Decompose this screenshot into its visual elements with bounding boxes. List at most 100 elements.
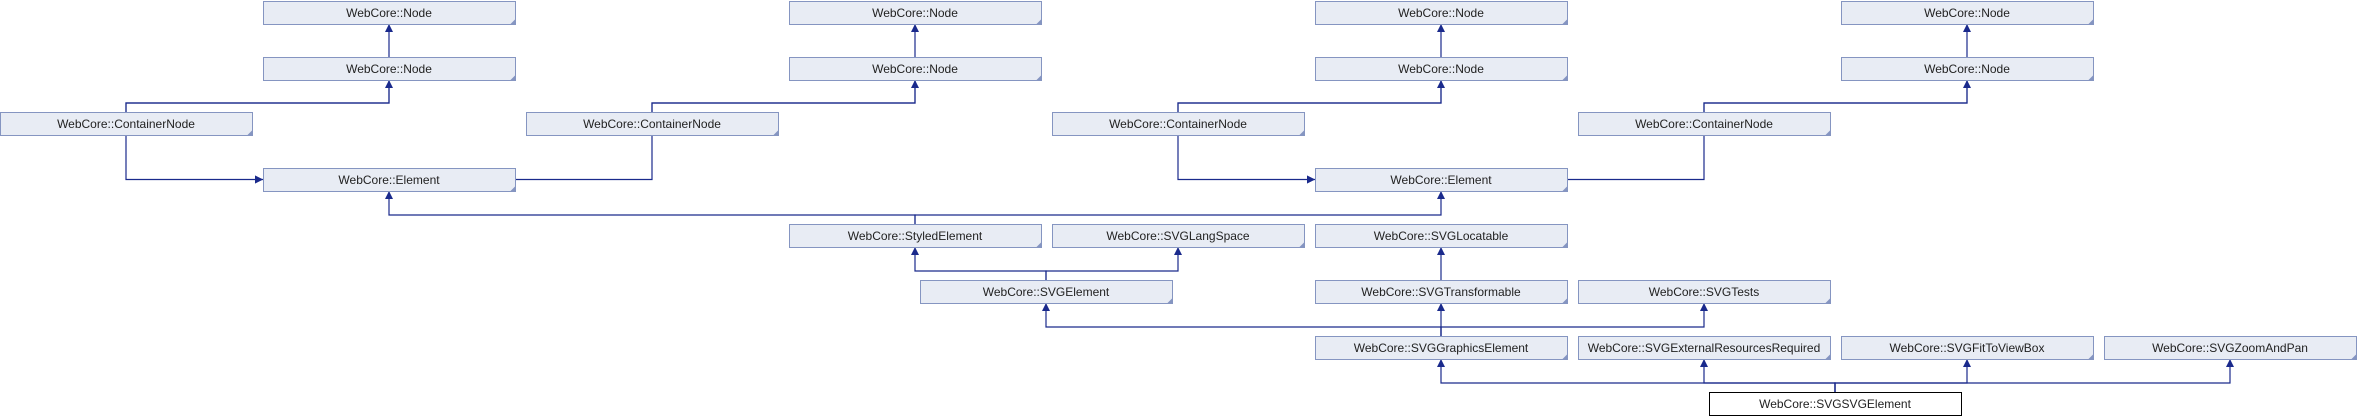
class-node-n6[interactable]: WebCore::Node	[1315, 57, 1568, 81]
class-label: WebCore::Node	[872, 62, 958, 76]
class-label: WebCore::Node	[872, 6, 958, 20]
class-label: WebCore::Node	[1924, 62, 2010, 76]
class-node-n2[interactable]: WebCore::Node	[263, 57, 516, 81]
class-label: WebCore::ContainerNode	[57, 117, 195, 131]
corner-fold-icon	[2351, 354, 2357, 360]
corner-fold-icon	[510, 186, 516, 192]
class-box	[789, 224, 1042, 248]
class-node-langspace[interactable]: WebCore::SVGLangSpace	[1052, 224, 1305, 248]
class-label: WebCore::Node	[346, 62, 432, 76]
inheritance-edge	[914, 191, 1445, 224]
class-box	[1841, 1, 2094, 25]
corner-fold-icon	[1562, 186, 1568, 192]
class-node-n7[interactable]: WebCore::Node	[1841, 1, 2094, 25]
class-label: WebCore::Element	[1390, 173, 1492, 187]
class-label: WebCore::Node	[346, 6, 432, 20]
corner-fold-icon	[1562, 242, 1568, 248]
arrowhead-icon	[1437, 24, 1445, 32]
inheritance-edge	[651, 80, 919, 112]
corner-fold-icon	[510, 19, 516, 25]
class-box	[789, 1, 1042, 25]
edge-line	[1440, 303, 1705, 336]
corner-fold-icon	[1825, 354, 1831, 360]
class-box	[1315, 336, 1568, 360]
inheritance-edge	[125, 80, 393, 112]
corner-fold-icon	[1562, 354, 1568, 360]
class-node-e2[interactable]: WebCore::Element	[1315, 168, 1568, 192]
class-node-locatable[interactable]: WebCore::SVGLocatable	[1315, 224, 1568, 248]
corner-fold-icon	[1562, 19, 1568, 25]
corner-fold-icon	[2088, 354, 2094, 360]
arrowhead-icon	[385, 24, 393, 32]
class-label: WebCore::SVGElement	[983, 285, 1110, 299]
inheritance-edge	[1042, 303, 1442, 336]
corner-fold-icon	[2088, 19, 2094, 25]
arrowhead-icon	[2226, 359, 2234, 367]
inheritance-edge	[1834, 359, 1971, 392]
class-label: WebCore::StyledElement	[848, 229, 983, 243]
class-node-n4[interactable]: WebCore::Node	[789, 57, 1042, 81]
class-node-fittoviewbox[interactable]: WebCore::SVGFitToViewBox	[1841, 336, 2094, 360]
edge-line	[1834, 359, 1968, 392]
class-box	[789, 57, 1042, 81]
class-node-c2[interactable]: WebCore::ContainerNode	[526, 112, 779, 136]
inheritance-edge	[385, 191, 916, 224]
class-label: WebCore::Element	[338, 173, 440, 187]
arrowhead-icon	[1700, 303, 1708, 311]
class-node-svgsvg[interactable]: WebCore::SVGSVGElement	[1709, 392, 1962, 416]
class-box	[263, 57, 516, 81]
arrowhead-icon	[1963, 80, 1971, 88]
arrowhead-icon	[1700, 359, 1708, 367]
class-label: WebCore::Node	[1398, 6, 1484, 20]
class-node-tests[interactable]: WebCore::SVGTests	[1578, 280, 1831, 304]
corner-fold-icon	[773, 130, 779, 136]
class-box	[263, 168, 516, 192]
class-node-c4[interactable]: WebCore::ContainerNode	[1578, 112, 1831, 136]
class-box	[1315, 280, 1568, 304]
corner-fold-icon	[247, 130, 253, 136]
arrowhead-icon	[911, 80, 919, 88]
class-node-n5[interactable]: WebCore::Node	[1315, 1, 1568, 25]
class-label: WebCore::ContainerNode	[1635, 117, 1773, 131]
edge-line	[1045, 303, 1442, 336]
class-node-n1[interactable]: WebCore::Node	[263, 1, 516, 25]
arrowhead-icon	[911, 247, 919, 255]
class-node-external[interactable]: WebCore::SVGExternalResourcesRequired	[1578, 336, 1831, 360]
class-box	[526, 112, 779, 136]
class-label: WebCore::ContainerNode	[583, 117, 721, 131]
class-box	[1052, 224, 1305, 248]
edge-line	[388, 191, 916, 224]
corner-fold-icon	[1562, 298, 1568, 304]
class-node-c1[interactable]: WebCore::ContainerNode	[0, 112, 253, 136]
class-node-styled[interactable]: WebCore::StyledElement	[789, 224, 1042, 248]
class-label: WebCore::SVGFitToViewBox	[1890, 341, 2045, 355]
arrowhead-icon	[1963, 24, 1971, 32]
class-box	[920, 280, 1173, 304]
edge-line	[1834, 359, 2231, 392]
class-node-c3[interactable]: WebCore::ContainerNode	[1052, 112, 1305, 136]
class-label: WebCore::SVGLangSpace	[1106, 229, 1250, 243]
corner-fold-icon	[1299, 242, 1305, 248]
class-node-zoomandpan[interactable]: WebCore::SVGZoomAndPan	[2104, 336, 2357, 360]
class-box	[1841, 336, 2094, 360]
arrowhead-icon	[1437, 80, 1445, 88]
class-box	[263, 1, 516, 25]
inheritance-edge	[1045, 247, 1182, 280]
class-node-svgelement[interactable]: WebCore::SVGElement	[920, 280, 1173, 304]
arrowhead-icon	[1042, 303, 1050, 311]
class-node-n8[interactable]: WebCore::Node	[1841, 57, 2094, 81]
class-node-transformable[interactable]: WebCore::SVGTransformable	[1315, 280, 1568, 304]
class-label: WebCore::SVGZoomAndPan	[2152, 341, 2308, 355]
class-node-n3[interactable]: WebCore::Node	[789, 1, 1042, 25]
class-box	[1315, 57, 1568, 81]
class-label: WebCore::SVGTransformable	[1361, 285, 1521, 299]
corner-fold-icon	[1036, 75, 1042, 81]
class-label: WebCore::ContainerNode	[1109, 117, 1247, 131]
edge-line	[1045, 247, 1179, 280]
class-node-graphics[interactable]: WebCore::SVGGraphicsElement	[1315, 336, 1568, 360]
class-label: WebCore::SVGSVGElement	[1759, 397, 1912, 411]
arrowhead-icon	[1437, 359, 1445, 367]
corner-fold-icon	[1562, 75, 1568, 81]
class-node-e1[interactable]: WebCore::Element	[263, 168, 516, 192]
inheritance-edge	[1834, 359, 2234, 392]
